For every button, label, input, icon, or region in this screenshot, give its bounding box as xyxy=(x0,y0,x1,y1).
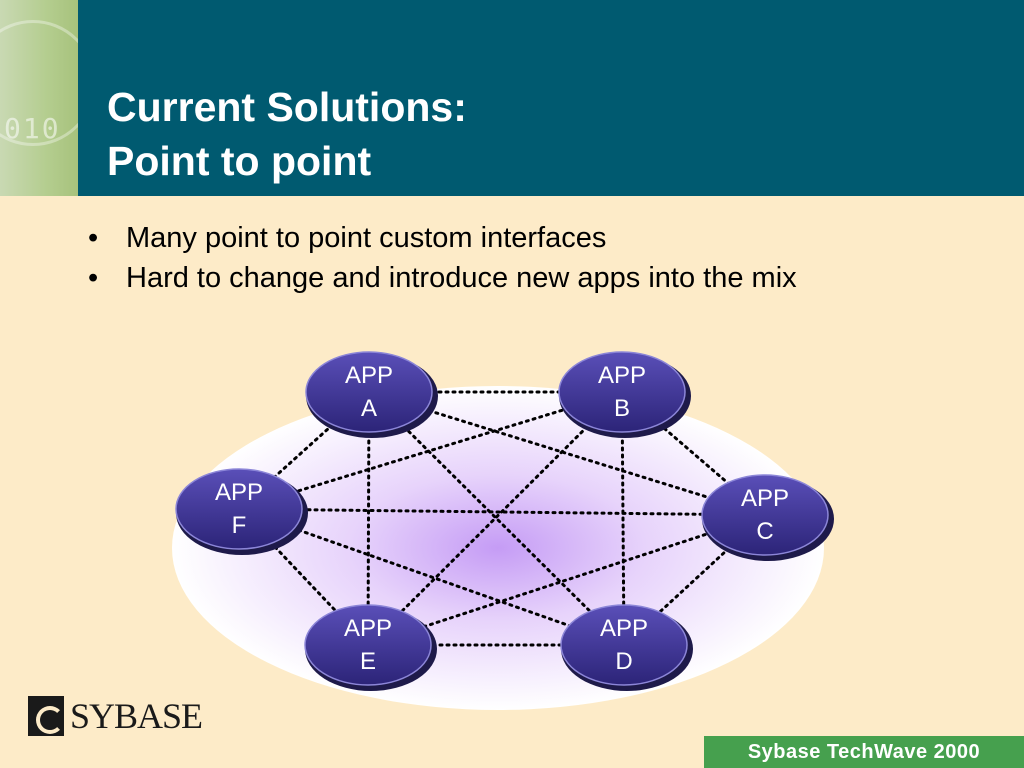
bullet-item: • Many point to point custom interfaces xyxy=(88,222,808,255)
app-node-d-label-2: D xyxy=(615,648,632,675)
app-node-a-label-1: APP xyxy=(345,362,393,389)
connection-line-a-c xyxy=(367,390,767,517)
decoration-digits: 010 xyxy=(4,112,61,145)
app-node-b: APP B xyxy=(558,351,691,438)
app-node-f-label-1: APP xyxy=(215,479,263,506)
title-line-1: Current Solutions: xyxy=(107,84,467,130)
bullet-list: • Many point to point custom interfaces … xyxy=(88,222,808,302)
sybase-logo-text: SYBASE xyxy=(70,696,203,736)
bullet-marker: • xyxy=(88,222,99,254)
bullet-text: Many point to point custom interfaces xyxy=(126,222,607,254)
app-node-b-label-2: B xyxy=(614,395,630,422)
binary-digits-decoration-icon: 010 xyxy=(0,0,78,196)
decoration-ring xyxy=(0,20,78,146)
title-line-2: Point to point xyxy=(107,138,372,184)
app-node-c-label-1: APP xyxy=(741,485,789,512)
sybase-logo-icon xyxy=(28,696,64,736)
slide-title: Current Solutions: Point to point xyxy=(107,80,467,188)
connection-line-c-e xyxy=(366,513,767,647)
footer-badge: Sybase TechWave 2000 xyxy=(704,736,1024,768)
app-node-f-label-2: F xyxy=(232,512,247,539)
app-node-a-label-2: A xyxy=(361,395,377,422)
app-node-d: APP D xyxy=(560,604,693,691)
app-node-e: APP E xyxy=(304,604,437,691)
bullet-text: Hard to change and introduce new apps in… xyxy=(126,262,797,294)
bullet-marker: • xyxy=(88,262,99,294)
slide-header: 010 Current Solutions: Point to point xyxy=(0,0,1024,196)
app-nodes: APP A APP B APP C APP D APP E xyxy=(175,351,834,691)
bullet-item: • Hard to change and introduce new apps … xyxy=(88,262,808,295)
sybase-logo: SYBASE xyxy=(28,694,203,738)
app-node-a: APP A xyxy=(305,351,438,438)
app-node-c-label-2: C xyxy=(756,518,773,545)
app-node-f: APP F xyxy=(175,468,308,555)
connection-line-d-f xyxy=(237,507,626,647)
app-node-e-label-1: APP xyxy=(344,615,392,642)
app-node-d-label-1: APP xyxy=(600,615,648,642)
app-node-b-label-1: APP xyxy=(598,362,646,389)
app-node-e-label-2: E xyxy=(360,648,376,675)
app-node-c: APP C xyxy=(701,474,834,561)
